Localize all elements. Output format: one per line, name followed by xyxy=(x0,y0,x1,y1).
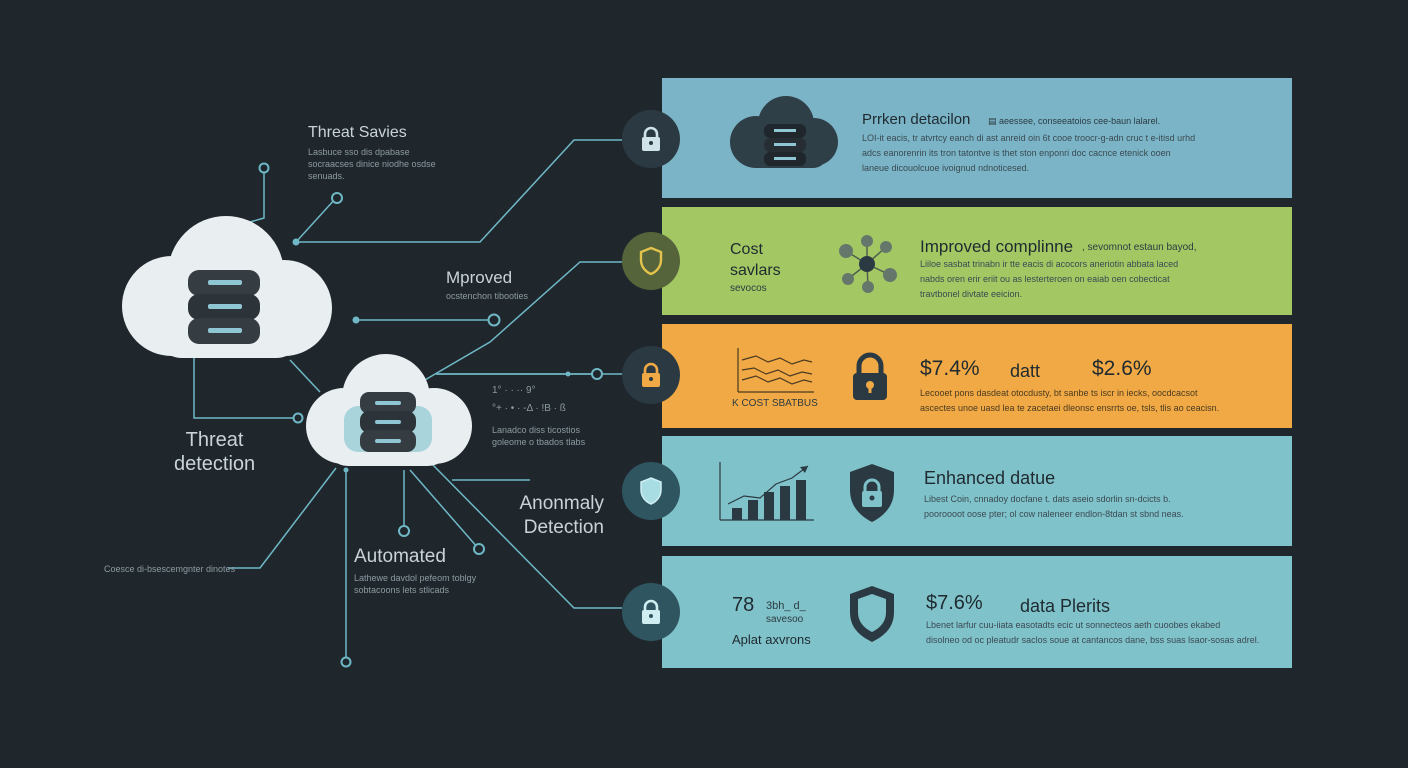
feature-panel-5: 78 3bh_ d_ savesoo Aplat axvrons $7.6% d… xyxy=(662,556,1292,668)
panel-desc: Lecooet pons dasdeat otocdusty, bt sanbe… xyxy=(920,388,1220,413)
anomaly-detection-title: Anonmaly Detection xyxy=(519,493,605,538)
shield-lock-icon xyxy=(850,464,894,522)
metric-value-1: $7.4% xyxy=(920,357,980,380)
feature-panel-4: Enhanced datue Libest Coin, cnnadoy docf… xyxy=(662,436,1292,546)
panel-title: Enhanced datue xyxy=(924,468,1056,488)
kpi-sub: sevocos xyxy=(730,283,767,294)
lock-icon xyxy=(642,599,660,624)
far-left-desc: Coesce di-bsescemgnter dinotes xyxy=(104,564,236,574)
panel-desc: Liiloe sasbat trinabn ir tte eacis di ac… xyxy=(920,259,1179,299)
lock-badge xyxy=(622,110,680,168)
shield-icon xyxy=(639,246,663,276)
kpi-label: Cost savlars xyxy=(730,241,781,279)
improved-title: Mproved xyxy=(446,268,513,287)
kpi-value-suffix: 3bh_ d_ xyxy=(766,600,806,612)
improved-desc: ocstenchon tibooties xyxy=(446,291,529,301)
threat-series-desc: Lasbuce sso dis dpabase socraacses dinic… xyxy=(308,147,436,181)
feature-panel-2: Cost savlars sevocos Improved complinne … xyxy=(662,207,1292,315)
bar-chart-icon xyxy=(719,462,814,521)
lock-badge xyxy=(622,583,680,641)
side-desc: Lanadco diss ticostios goleome o tbados … xyxy=(492,425,586,447)
panel-desc: Lbenet larfur cuu-iiata easotadts ecic u… xyxy=(926,620,1260,645)
shield-icon xyxy=(640,477,662,505)
lock-badge xyxy=(622,346,680,404)
feature-panel-3: K COST SBATBUS $7.4% datt $2.6% Lecooet … xyxy=(662,324,1292,428)
connector xyxy=(429,461,622,609)
threat-detection-title: Threat detection xyxy=(174,429,256,475)
kpi-label: Aplat axvrons xyxy=(732,632,811,647)
automated-title: Automated xyxy=(354,546,446,567)
kpi-sub: savesoo xyxy=(766,614,804,625)
chart-label: K COST SBATBUS xyxy=(732,398,818,409)
metric-line-1: 1° · · ·· 9° xyxy=(492,385,536,396)
connector xyxy=(296,139,622,243)
line-chart-icon xyxy=(737,348,814,393)
panel-title: Prrken detacilon xyxy=(862,111,971,128)
cloud-database-icon xyxy=(122,216,332,358)
connector xyxy=(228,467,337,569)
connector xyxy=(249,170,265,223)
automated-desc: Lathewe davdol pefeom toblgy sobtacoons … xyxy=(354,573,477,595)
network-cluster-icon xyxy=(839,235,897,293)
lock-icon xyxy=(642,126,660,151)
metric-value-2: $2.6% xyxy=(1092,357,1152,380)
feature-panel-1: Prrken detacilon ▤ aeessee, conseeatoios… xyxy=(662,78,1292,198)
shield-badge xyxy=(622,232,680,290)
metric-value-label: data Plerits xyxy=(1020,596,1111,616)
connector xyxy=(417,261,622,385)
panel-desc: Libest Coin, cnnadoy docfane t. dats ase… xyxy=(924,494,1184,519)
metric-value: $7.6% xyxy=(926,592,983,614)
connector xyxy=(409,469,479,549)
lock-icon xyxy=(853,352,887,400)
panel-title: Improved complinne xyxy=(920,237,1074,256)
connector xyxy=(295,197,337,243)
kpi-value: 78 xyxy=(732,594,755,616)
connector xyxy=(289,359,321,393)
lock-icon xyxy=(642,362,660,387)
shield-badge xyxy=(622,462,680,520)
metric-line-2: °+ · • · -Δ · !Β · ß xyxy=(492,403,566,414)
metric-value-1-label: datt xyxy=(1010,361,1041,381)
panel-title-suffix: , sevomnot estaun bayod, xyxy=(1082,242,1197,253)
panel-title-suffix: ▤ aeessee, conseeatoios cee-baun lalarel… xyxy=(988,116,1161,126)
shield-icon xyxy=(850,586,894,642)
connector xyxy=(193,358,298,419)
cloud-database-icon xyxy=(730,96,838,168)
threat-series-title: Threat Savies xyxy=(308,124,407,141)
panel-desc: LOI-it eacis, tr atvrtcy eanch di ast an… xyxy=(862,133,1196,173)
cloud-database-icon xyxy=(306,354,472,466)
